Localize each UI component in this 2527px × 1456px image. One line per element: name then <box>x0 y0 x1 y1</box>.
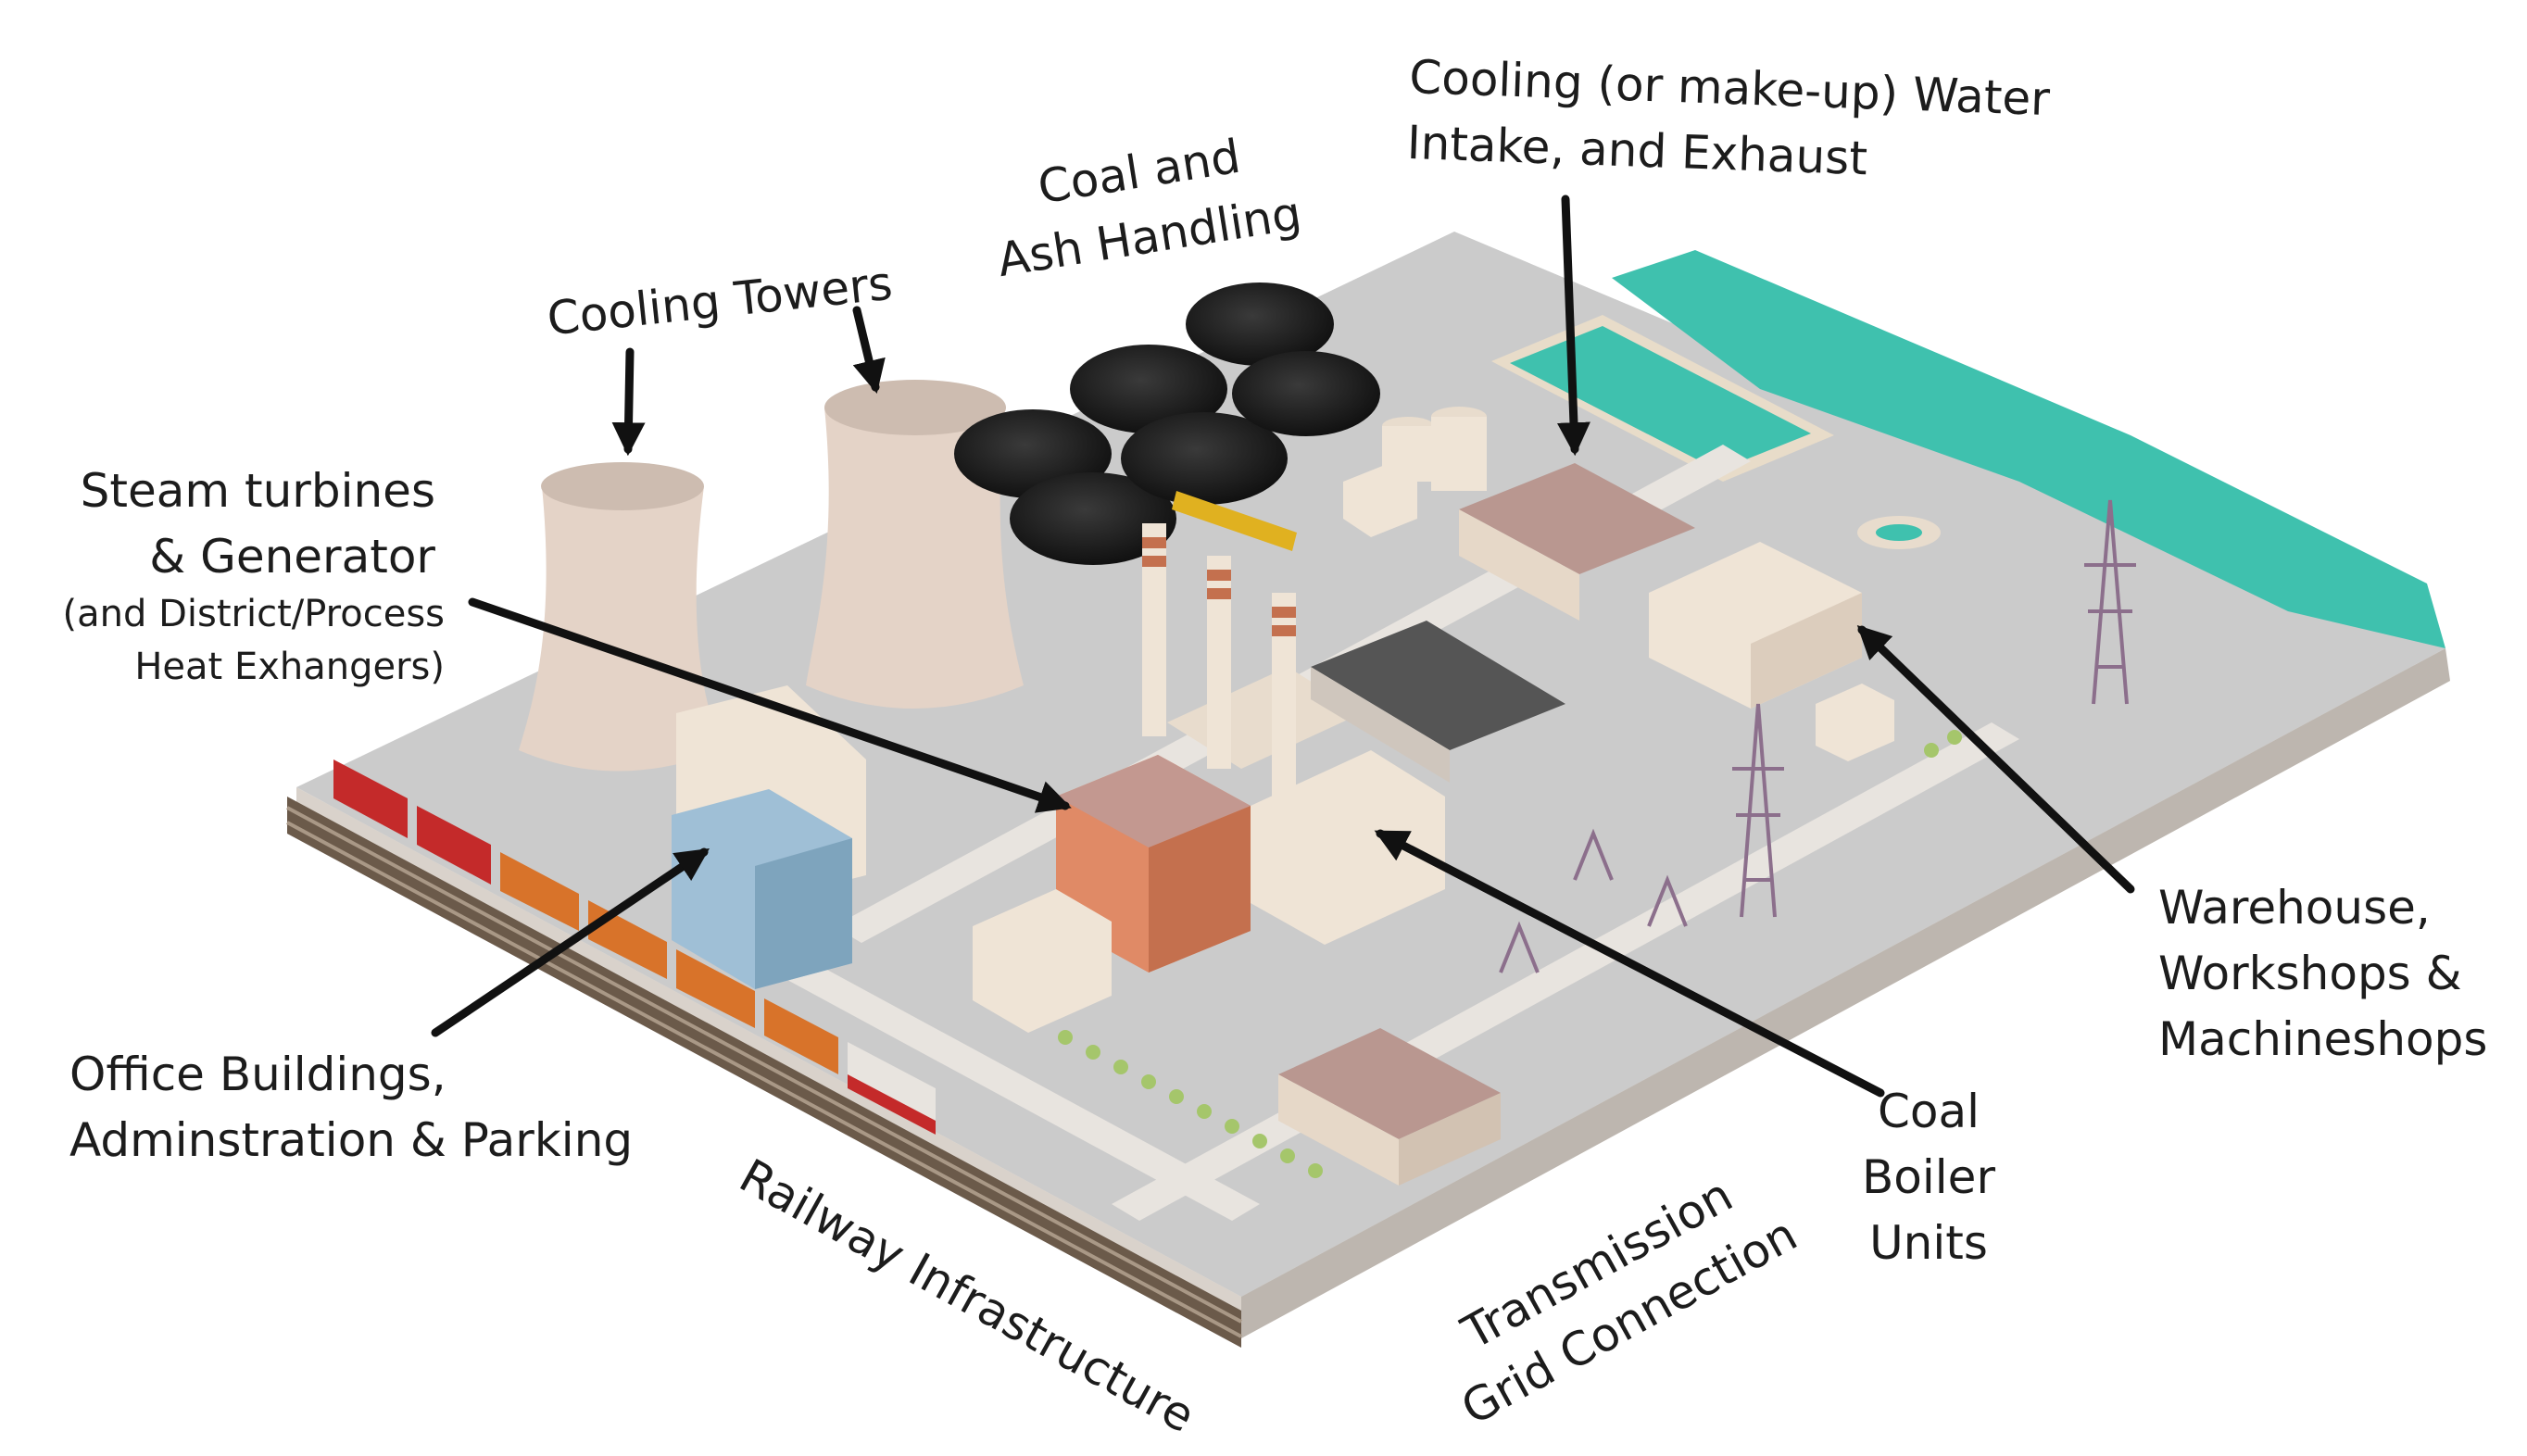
arrow-boiler <box>1374 829 1885 1098</box>
arrow-cooling-tower-left <box>611 347 646 457</box>
smoke-stacks <box>1142 523 1296 806</box>
transmission-pylons <box>1499 499 2136 973</box>
label-office-buildings: Office Buildings, Adminstration & Parkin… <box>69 1048 634 1167</box>
office-buildings <box>672 685 866 989</box>
warehouse-block <box>1649 516 1941 761</box>
leader-arrows <box>431 195 2135 1098</box>
label-water-intake: Cooling (or make-up) Water Intake, and E… <box>1405 49 2051 186</box>
label-warehouse: Warehouse, Workshops & Machineshops <box>2158 881 2488 1066</box>
coal-piles <box>954 282 1380 565</box>
arrow-warehouse <box>1856 624 2135 894</box>
cooling-tower-left <box>519 462 723 772</box>
arrow-water-intake <box>1556 195 1590 457</box>
storage-shed <box>1311 621 1565 783</box>
label-boiler-units: Coal Boiler Units <box>1862 1085 1995 1270</box>
railway <box>286 759 1242 1348</box>
label-steam-turbines: Steam turbines & Generator <box>80 464 435 584</box>
trees <box>1058 730 1962 1178</box>
arrow-steam-turbines <box>468 597 1072 813</box>
substation-building <box>1278 1028 1501 1186</box>
arrow-cooling-tower-right <box>852 306 886 394</box>
arrow-office <box>431 847 710 1037</box>
water-body <box>1491 250 2445 648</box>
water-intake-building <box>1343 407 1695 621</box>
cooling-tower-right <box>806 380 1024 709</box>
label-heat-exchangers: (and District/Process Heat Exhangers) <box>62 593 445 688</box>
